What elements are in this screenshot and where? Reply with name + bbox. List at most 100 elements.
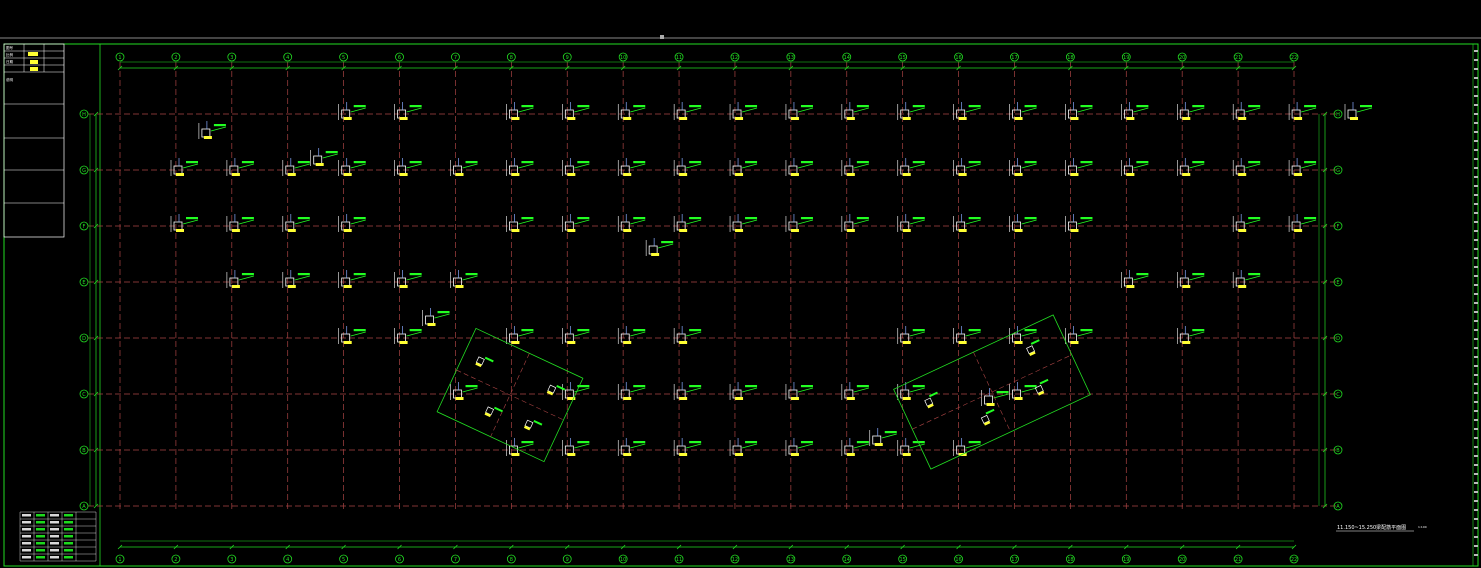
axis-bubble-bottom-12-label: 12 [732, 557, 738, 563]
column-annotation-mark [679, 173, 688, 176]
beam-annotation-mark [1304, 161, 1317, 164]
beam-annotation-line [350, 163, 366, 169]
column-annotation-mark [567, 453, 576, 456]
column-annotation-mark [1350, 117, 1358, 120]
beam-annotation-mark [186, 161, 198, 164]
axis-bubble-bottom-19-label: 19 [1123, 557, 1129, 563]
beam-annotation-line [518, 443, 534, 449]
beam-annotation-mark [577, 385, 590, 388]
skewed-wing-right-mark-0 [927, 403, 934, 409]
beam-annotation-line [1189, 163, 1205, 169]
beam-annotation-line [1245, 107, 1261, 113]
strip-mark [1474, 266, 1478, 268]
axis-bubble-bottom-3-label: 3 [230, 557, 233, 563]
skewed-wing-right-mark-2 [983, 420, 991, 426]
strip-mark [1474, 167, 1478, 169]
beam-annotation-line [1245, 275, 1261, 281]
strip-mark [1474, 203, 1478, 205]
strip-mark [1474, 473, 1478, 475]
beam-annotation-line [1021, 163, 1037, 169]
column-extra-3 [645, 238, 674, 256]
columns [170, 102, 1373, 456]
axis-bubble-right-D [1333, 333, 1343, 343]
beam-annotation-mark [1024, 385, 1037, 388]
column-H16 [1009, 102, 1037, 120]
beam-annotation-line [686, 443, 702, 449]
legend-cell-mark [36, 528, 45, 531]
legend-cell-mark [22, 514, 31, 517]
dimension-tick [93, 503, 99, 509]
strip-mark [1474, 347, 1478, 349]
column-extra-0 [198, 121, 227, 139]
column-G18 [1121, 158, 1149, 176]
column-G16 [1009, 158, 1037, 176]
beam-annotation-line [686, 107, 702, 113]
beam-annotation-line [406, 275, 422, 281]
axis-bubble-top-14 [842, 52, 852, 62]
column-annotation-mark [1070, 341, 1079, 344]
strip-mark [1474, 482, 1478, 484]
skewed-wing-right-mark-1 [1029, 351, 1036, 356]
beam-annotation-mark [633, 105, 646, 108]
axis-bubble-left-C [79, 389, 89, 399]
column-annotation-mark [735, 229, 744, 232]
beam-annotation-line [574, 331, 590, 337]
dimension-tick [509, 544, 514, 550]
axis-bubble-top-21 [1233, 52, 1243, 62]
beam-annotation-mark [996, 391, 1009, 394]
skewed-wing-left-tag-0 [484, 356, 494, 363]
beam-annotation-line [993, 393, 1009, 399]
column-F12 [785, 214, 814, 232]
axis-bubble-top-9-label: 9 [566, 55, 569, 61]
beam-annotation-line [1189, 107, 1205, 113]
column-H14 [897, 102, 925, 120]
axis-bubble-right-E-label: E [1336, 280, 1339, 286]
axis-bubble-top-5 [339, 52, 349, 62]
beam-annotation-mark [1304, 105, 1317, 108]
column-annotation-mark [287, 285, 296, 288]
column-annotation-mark [176, 229, 184, 232]
axis-bubble-bottom-8-label: 8 [510, 557, 513, 563]
beam-annotation-mark [521, 105, 534, 108]
beam-annotation-mark [213, 124, 226, 127]
dimension-tick [1012, 65, 1017, 71]
beam-annotation-mark [241, 161, 254, 164]
dimension-tick [956, 65, 961, 71]
beam-annotation-line [797, 163, 814, 169]
column-annotation-mark [790, 117, 799, 120]
column-annotation-mark [567, 397, 576, 400]
column-annotation-mark [874, 443, 883, 446]
column-F1 [170, 214, 199, 232]
column-H21 [1288, 102, 1317, 120]
beam-annotation-line [630, 107, 646, 113]
axis-bubble-top-8-label: 8 [510, 55, 513, 61]
beam-annotation-line [853, 107, 869, 113]
beam-annotation-line [909, 163, 925, 169]
column-H15 [953, 102, 981, 120]
strip-mark [1474, 356, 1478, 358]
strip-mark [1474, 302, 1478, 304]
beam-annotation-line [1300, 163, 1317, 169]
legend-cell-mark [50, 521, 59, 524]
column-annotation-mark [679, 117, 688, 120]
axis-bubble-top-10-label: 10 [620, 55, 626, 61]
axis-bubble-bottom-16-label: 16 [955, 557, 961, 563]
beam-annotation-mark [912, 441, 925, 444]
column-H10 [673, 102, 702, 120]
axis-bubble-bottom-17-label: 17 [1011, 557, 1017, 563]
strip-mark [1474, 491, 1478, 493]
beam-annotation-line [909, 331, 925, 337]
column-G15 [953, 158, 981, 176]
legend-cell-mark [64, 556, 73, 559]
beam-annotation-mark [1080, 217, 1093, 220]
axis-bubble-bottom-1-label: 1 [118, 557, 121, 563]
dimension-tick [173, 544, 179, 550]
column-D15 [953, 326, 981, 344]
column-annotation-mark [1014, 117, 1023, 120]
beam-annotation-mark [409, 329, 422, 332]
column-D16 [1009, 326, 1037, 344]
beam-annotation-mark [968, 161, 981, 164]
strip-mark [1474, 419, 1478, 421]
column-G13 [841, 158, 869, 176]
